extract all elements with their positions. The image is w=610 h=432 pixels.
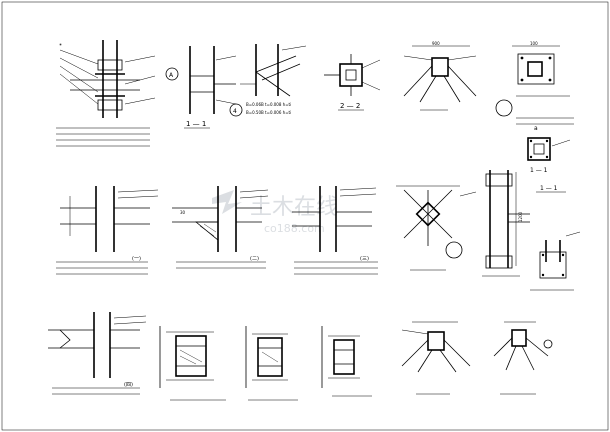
section-label-r2-1-1: 1 — 1 [540,185,558,192]
section-label-2-2: 2 — 2 [340,102,360,110]
detail-r3-5 [401,321,471,395]
circle-label-a: A [169,72,174,79]
detail-r1-4: 2 — 2 [324,54,381,111]
detail-r3-3 [245,326,298,401]
watermark: 土木在线 co188.com [212,190,338,235]
section-label-1-1-small: 1 — 1 [530,167,548,174]
dim-30: 30 [180,210,186,215]
detail-r3-6 [493,321,553,395]
watermark-logo-icon [212,190,242,214]
caption-r2-3: (三) [360,256,369,262]
detail-r2-5: 1200 [482,170,530,277]
caption-r3-1: (四) [124,382,133,388]
note-a: B=0.06B t=0.008 h=ti [246,102,291,107]
detail-r3-4 [321,326,372,397]
detail-r1-1 [56,40,156,147]
detail-r2-4 [396,185,477,271]
detail-r1-7: a 1 — 1 [527,125,571,174]
caption-r2-1: (一) [132,256,141,262]
detail-r2-6: 1 — 1 [530,185,581,291]
dim-1200: 1200 [518,211,523,222]
dim-900: 900 [432,41,440,46]
detail-r3-2 [159,326,226,401]
detail-r1-2: A 1 — 1 [165,46,237,129]
detail-r1-3: 4 B=0.06B t=0.008 h=ti B=0.50B t=0.006 h… [229,44,307,117]
elev-label-a: a [534,125,538,132]
watermark-sub: co188.com [264,222,325,235]
detail-r2-2: 30 (二) [172,186,269,269]
detail-r2-1: (一) [56,186,159,275]
circle-label-4: 4 [233,108,237,115]
dim-100: 100 [530,41,538,46]
detail-r1-5: 900 [403,41,477,111]
section-label-1-1: 1 — 1 [186,120,206,128]
caption-r2-2: (二) [250,256,259,262]
detail-r3-1: (四) [48,312,147,395]
detail-r1-6: 100 [495,41,574,125]
note-b: B=0.50B t=0.006 h=ti [246,110,291,115]
detail-r2-3: (三) [292,186,378,275]
watermark-main: 土木在线 [250,195,338,220]
